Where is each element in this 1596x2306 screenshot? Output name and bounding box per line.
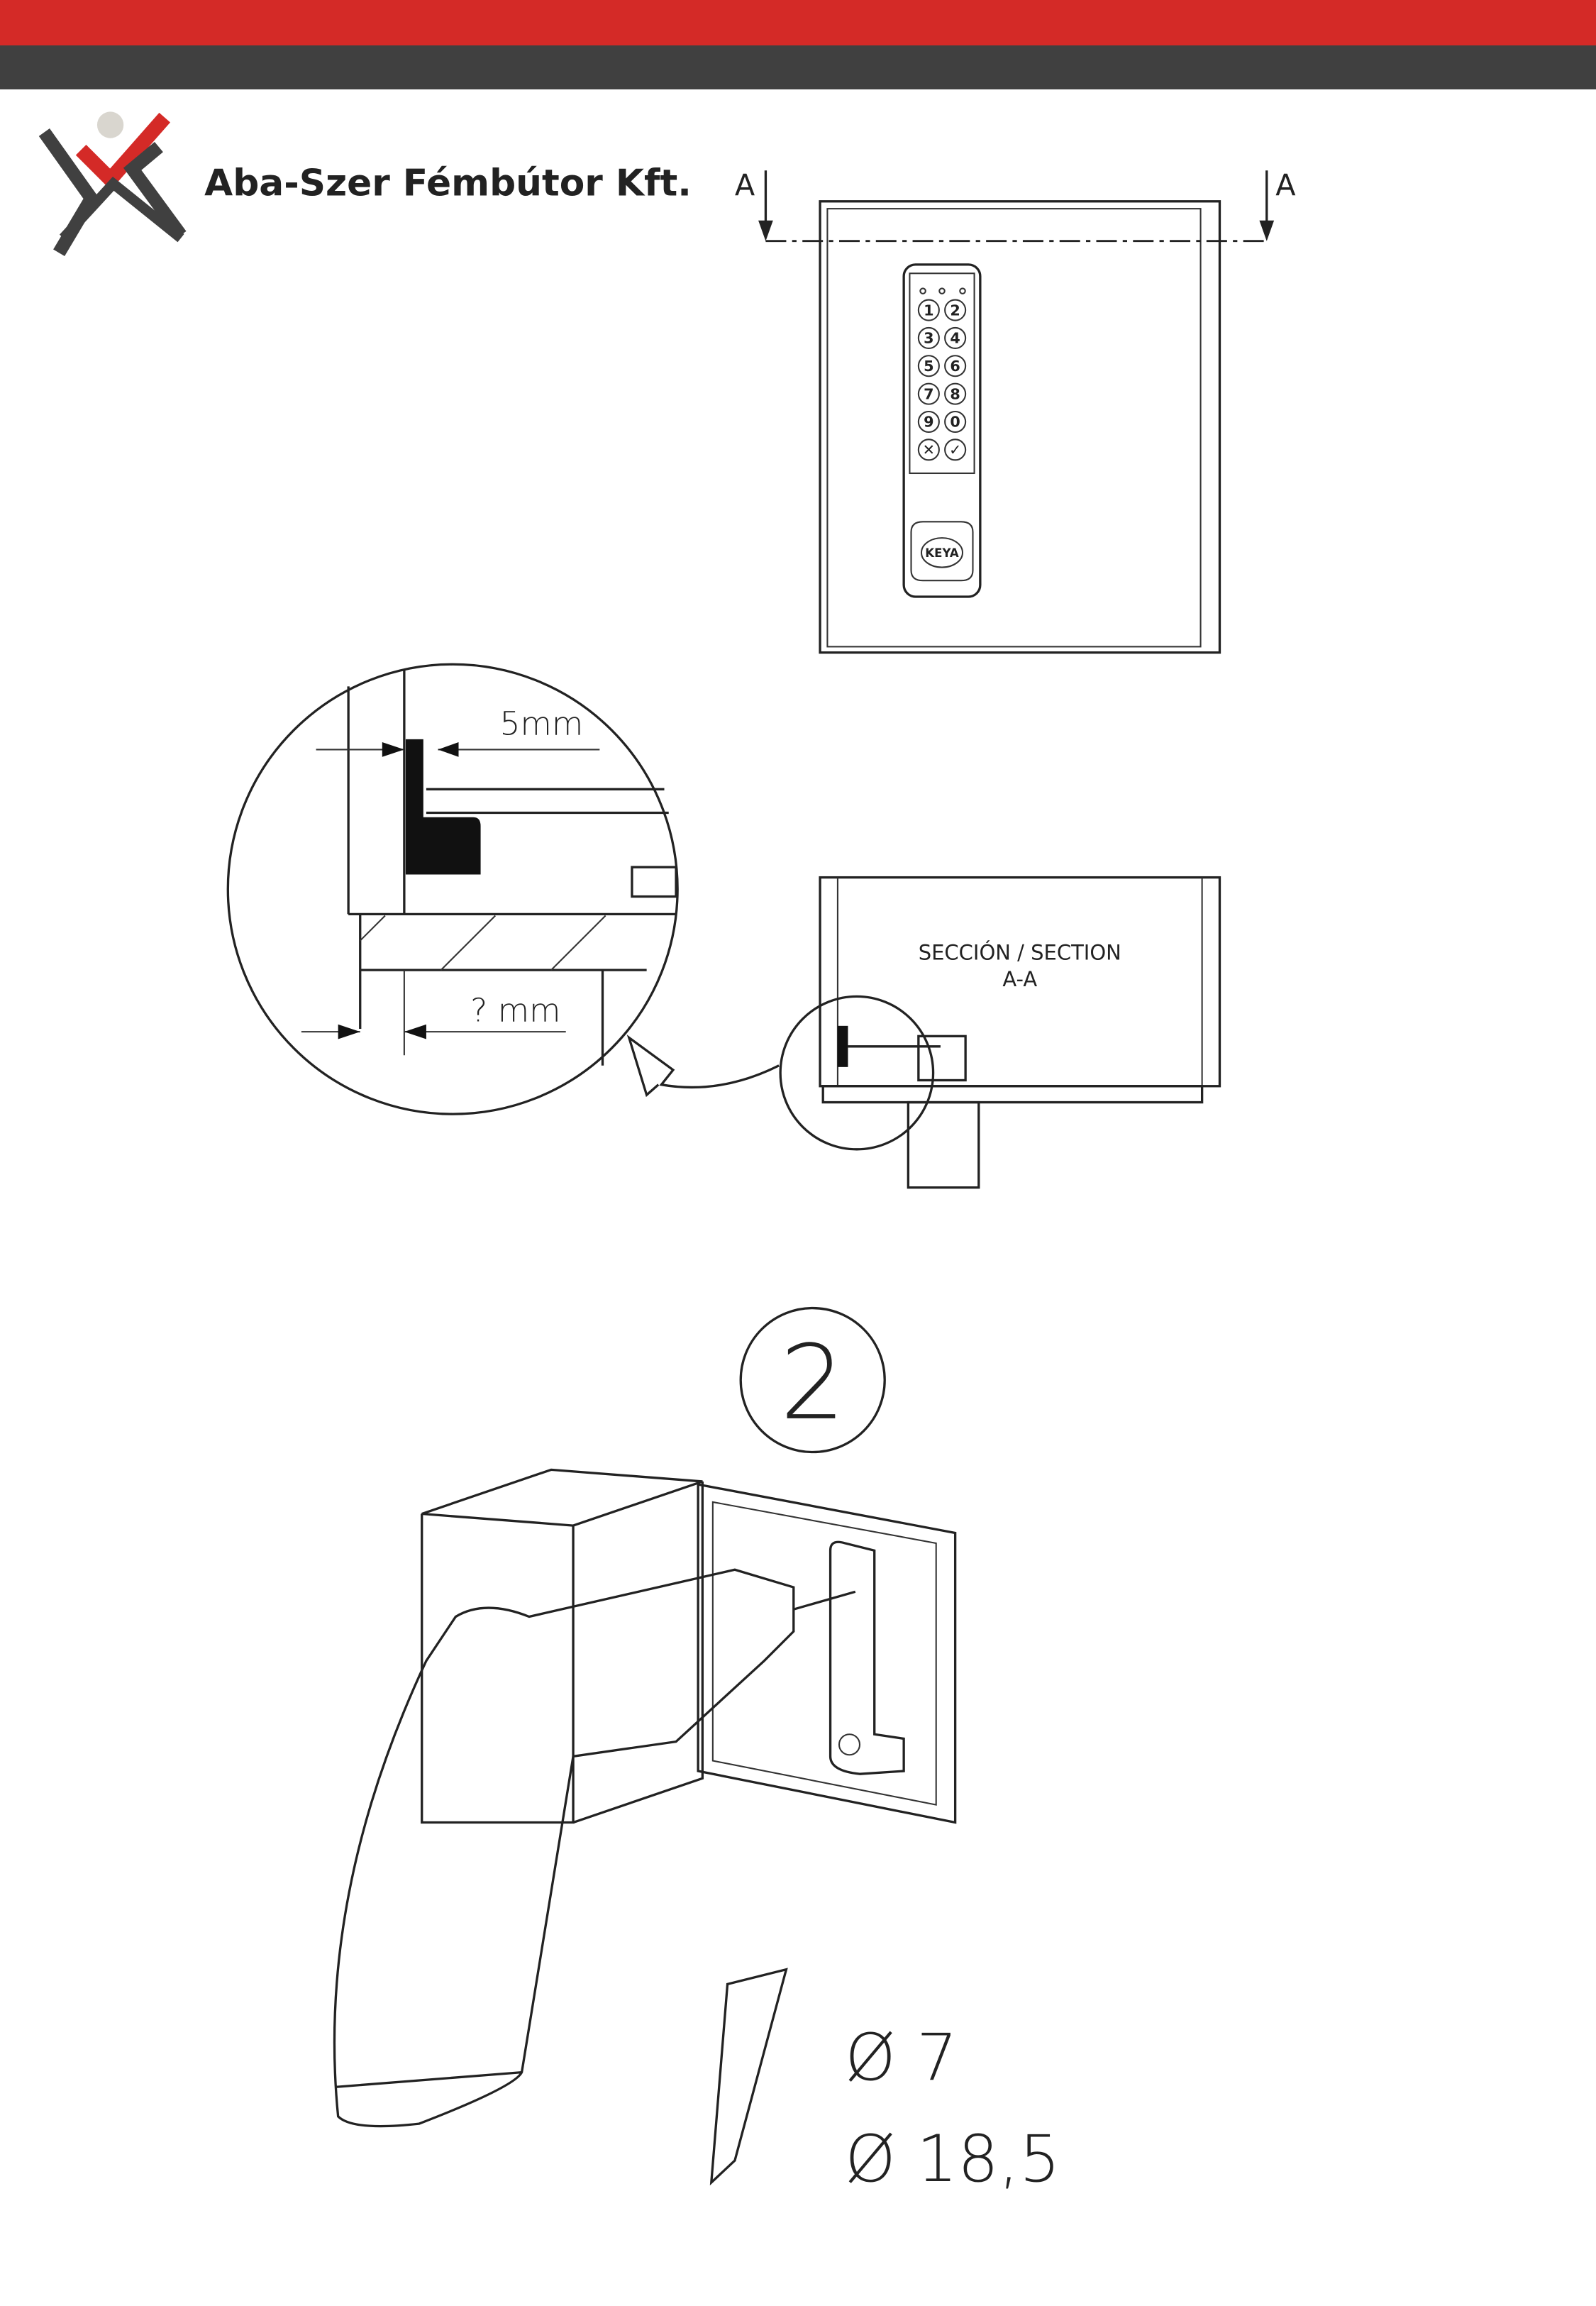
keypad-key-label: 0 xyxy=(950,414,960,431)
company-name: Aba-Szer Fémbútor Kft. xyxy=(204,162,692,204)
keypad-key: 2 xyxy=(944,299,967,321)
keypad-key-label: 7 xyxy=(924,385,933,402)
step-number-circle xyxy=(739,1306,886,1454)
section-marker-right: A xyxy=(1275,168,1295,202)
keypad-lock xyxy=(902,263,982,598)
header-red-bar xyxy=(0,0,1596,45)
dimension-5mm: 5mm xyxy=(500,705,584,743)
keypad-key: ✓ xyxy=(944,438,967,461)
keypad-key: 9 xyxy=(917,410,940,434)
keypad-key-label: 8 xyxy=(950,385,960,402)
company-logo xyxy=(38,111,187,257)
keypad-key: 5 xyxy=(917,355,940,377)
keypad-key: 6 xyxy=(944,355,967,377)
dimension-unknown: ? mm xyxy=(470,992,560,1030)
section-marker-left: A xyxy=(735,168,755,202)
keypad-key-label: 3 xyxy=(924,330,933,347)
keypad-key: 4 xyxy=(944,326,967,349)
svg-text:KEYA: KEYA xyxy=(925,546,959,560)
header-dark-bar xyxy=(0,45,1596,89)
keypad-key-label: 2 xyxy=(950,302,960,319)
keypad-key-label: 1 xyxy=(924,302,933,319)
section-view: SECCIÓN / SECTION A-A xyxy=(779,876,1221,1189)
keypad-key-label: 9 xyxy=(924,414,933,431)
drill-size-small: Ø 7 xyxy=(845,2020,958,2095)
keypad-key: 0 xyxy=(944,410,967,434)
drill-bit-icon xyxy=(709,1968,788,2186)
keypad-key: 3 xyxy=(917,326,940,349)
keypad-key-label: ✓ xyxy=(949,441,961,458)
drill-size-large: Ø 18,5 xyxy=(845,2122,1060,2197)
keypad-key: ✕ xyxy=(917,438,940,461)
section-label: SECCIÓN / SECTION xyxy=(919,941,1121,965)
keypad-key-label: ✕ xyxy=(923,441,935,458)
keypad-key: 7 xyxy=(917,382,940,405)
keypad-key: 8 xyxy=(944,382,967,405)
step-number: 2 xyxy=(780,1323,846,1443)
keypad-key: 1 xyxy=(917,299,940,321)
drill-illustration xyxy=(333,1468,957,2186)
keya-logo xyxy=(920,537,964,568)
keypad-key-label: 5 xyxy=(924,358,933,375)
detail-arrow xyxy=(626,1035,780,1098)
section-name: A-A xyxy=(1002,967,1037,991)
keypad-key-label: 6 xyxy=(950,358,960,375)
keypad-key-label: 4 xyxy=(950,330,960,347)
detail-magnified-view: 5mm ? mm xyxy=(226,663,780,1115)
